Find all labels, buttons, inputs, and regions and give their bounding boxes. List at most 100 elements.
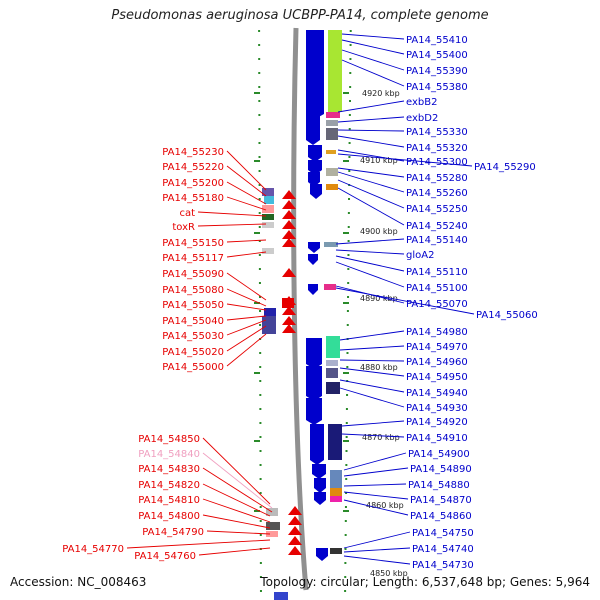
scale-label: 4890 kbp — [360, 294, 398, 303]
right-major-tick — [343, 510, 349, 512]
plus-strand-gene — [306, 114, 320, 145]
right-track-tick — [349, 30, 352, 32]
right-track-tick — [348, 128, 351, 130]
right-track-tick — [344, 520, 347, 522]
plus-strand-gene — [308, 242, 320, 253]
left-track-tick — [259, 492, 262, 494]
right-track-tick — [347, 254, 350, 256]
left-gene-label: PA14_55040 — [162, 316, 224, 327]
right-gene-label: PA14_55100 — [406, 283, 468, 294]
right-leader-line — [339, 345, 405, 351]
left-track-tick — [258, 240, 261, 242]
left-gene-label: PA14_55180 — [162, 193, 224, 204]
right-major-tick — [343, 440, 349, 442]
right-gene-label: PA14_54970 — [406, 342, 468, 353]
right-leader-line — [337, 171, 405, 193]
left-track-tick — [259, 408, 262, 410]
right-leader-line — [335, 287, 475, 315]
left-major-tick — [254, 510, 260, 512]
left-gene-label: PA14_54830 — [138, 464, 200, 475]
scale-label: 4860 kbp — [366, 501, 404, 510]
right-leader-line — [335, 249, 405, 255]
right-track-tick — [346, 394, 349, 396]
minus-strand-feature — [262, 222, 274, 228]
right-track-tick — [349, 86, 352, 88]
right-leader-line — [343, 547, 411, 553]
right-major-tick — [343, 372, 349, 374]
right-track-tick — [346, 352, 349, 354]
plus-strand-feature — [274, 592, 288, 600]
left-track-tick — [258, 86, 261, 88]
right-gene-label: PA14_54930 — [406, 403, 468, 414]
scale-label: 4880 kbp — [360, 363, 398, 372]
plus-strand-feature — [330, 470, 342, 488]
right-leader-line — [341, 49, 405, 71]
plus-strand-feature — [330, 548, 342, 554]
minus-strand-feature — [262, 188, 274, 196]
right-leader-line — [343, 483, 407, 487]
left-track-tick — [259, 576, 262, 578]
right-track-tick — [344, 590, 347, 592]
minus-strand-feature — [262, 214, 274, 220]
right-gene-label: PA14_55110 — [406, 267, 468, 278]
right-track-tick — [345, 422, 348, 424]
left-leader-line — [202, 483, 271, 517]
minus-strand-feature — [264, 196, 274, 204]
right-leader-line — [341, 59, 405, 87]
scale-label: 4870 kbp — [362, 433, 400, 442]
plus-strand-gene — [306, 30, 324, 119]
plus-strand-gene — [306, 366, 322, 401]
plus-strand-feature — [324, 242, 338, 247]
right-track-tick — [345, 436, 348, 438]
right-gene-label: PA14_55320 — [406, 143, 468, 154]
right-gene-label: PA14_54890 — [410, 464, 472, 475]
left-gene-label: PA14_54820 — [138, 480, 200, 491]
right-gene-label: PA14_54960 — [406, 357, 468, 368]
plus-strand-gene — [316, 548, 328, 561]
map-title: Pseudomonas aeruginosa UCBPP-PA14, compl… — [111, 8, 489, 23]
right-track-tick — [347, 226, 350, 228]
right-gene-label: PA14_54910 — [406, 433, 468, 444]
left-gene-label: PA14_54850 — [138, 434, 200, 445]
right-track-tick — [344, 506, 347, 508]
left-leader-line — [226, 319, 267, 336]
left-track-tick — [258, 72, 261, 74]
plus-strand-feature — [330, 496, 342, 502]
left-track-tick — [259, 562, 262, 564]
left-leader-line — [198, 547, 271, 556]
left-gene-label: PA14_55230 — [162, 147, 224, 158]
scale-label: 4900 kbp — [360, 227, 398, 236]
left-track-tick — [258, 100, 261, 102]
right-track-tick — [345, 450, 348, 452]
minus-strand-gene — [288, 516, 302, 525]
left-leader-line — [226, 303, 267, 311]
right-gene-label: PA14_55330 — [406, 127, 468, 138]
minus-strand-gene — [282, 268, 296, 277]
left-gene-label: toxR — [172, 222, 195, 233]
minus-strand-feature — [262, 248, 274, 254]
left-gene-label: PA14_55030 — [162, 331, 224, 342]
left-track-tick — [258, 296, 261, 298]
right-gene-label: PA14_55250 — [406, 204, 468, 215]
plus-strand-gene — [306, 338, 322, 369]
minus-strand-feature — [264, 308, 276, 316]
right-track-tick — [345, 478, 348, 480]
right-track-tick — [349, 58, 352, 60]
left-gene-label: PA14_55220 — [162, 162, 224, 173]
left-track-tick — [259, 366, 262, 368]
right-track-tick — [345, 464, 348, 466]
left-leader-line — [197, 211, 267, 217]
left-track-tick — [259, 506, 262, 508]
right-track-tick — [345, 408, 348, 410]
plus-strand-feature — [328, 424, 342, 460]
genome-backbone — [291, 27, 309, 591]
right-track-tick — [348, 198, 351, 200]
right-leader-line — [335, 255, 405, 272]
scale-label-bg — [360, 89, 406, 98]
scale-label-bg — [358, 227, 404, 236]
left-gene-label: PA14_55200 — [162, 178, 224, 189]
right-gene-label: PA14_54950 — [406, 372, 468, 383]
scale-label: 4910 kbp — [360, 156, 398, 165]
plus-strand-gene — [308, 254, 318, 265]
left-major-tick — [254, 440, 260, 442]
